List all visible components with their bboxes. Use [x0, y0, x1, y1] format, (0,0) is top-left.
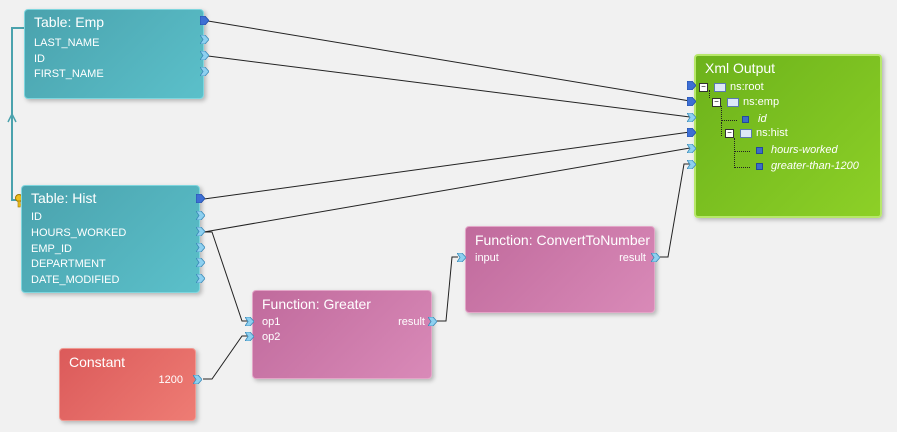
tree-connector [709, 90, 710, 98]
table-emp-title: Table: Emp [34, 14, 105, 30]
xml-output-node[interactable]: Xml Output − ns:root − ns:emp id − ns:hi… [694, 54, 882, 218]
table-relationship-line [11, 27, 24, 201]
element-icon [714, 83, 726, 92]
function-greater-output: result [398, 316, 425, 328]
table-hist-node[interactable]: Table: Hist ID HOURS_WORKED EMP_ID DEPAR… [21, 185, 200, 293]
table-emp-field: FIRST_NAME [34, 68, 104, 80]
port-convert-input-icon[interactable] [457, 253, 466, 262]
tree-node-id: id [758, 113, 767, 125]
xml-output-title: Xml Output [705, 60, 776, 76]
wire-hours-to-op1 [204, 231, 248, 322]
wire-greater-to-convert [437, 256, 458, 322]
tree-node-greater-than-1200-text: greater-than-1200 [771, 160, 859, 172]
table-hist-field: DATE_MODIFIED [31, 274, 120, 286]
table-hist-field: ID [31, 211, 42, 223]
element-icon [740, 129, 752, 138]
collapse-toggle-icon[interactable]: − [725, 129, 734, 138]
port-xml-root-icon[interactable] [687, 81, 696, 90]
constant-title: Constant [69, 354, 126, 370]
tree-node-greater-than-1200: greater-than-1200 [771, 160, 859, 172]
port-hist-department-icon[interactable] [196, 258, 205, 267]
port-emp-row-icon[interactable] [200, 16, 209, 25]
port-xml-hours-worked-icon[interactable] [687, 144, 696, 153]
wire-convert-to-output [660, 163, 690, 258]
function-convert-input: input [475, 252, 499, 264]
wire-hours-to-hours-worked [203, 147, 691, 233]
collapse-toggle-icon[interactable]: − [699, 83, 708, 92]
tree-node-hours-worked-text: hours-worked [771, 144, 838, 156]
relationship-arrow [7, 112, 17, 123]
wire-emp-id-to-id [207, 55, 691, 118]
function-convert-node[interactable]: Function: ConvertToNumber input result [465, 226, 655, 313]
collapse-toggle-icon[interactable]: − [712, 98, 721, 107]
wire-emp-to-ns-emp [207, 20, 691, 102]
table-emp-field: LAST_NAME [34, 37, 100, 49]
function-greater-input: op1 [262, 316, 281, 328]
tree-connector [721, 122, 722, 136]
port-hist-id-icon[interactable] [196, 211, 205, 220]
attribute-icon [756, 163, 763, 170]
function-convert-output: result [619, 252, 646, 264]
port-xml-hist-icon[interactable] [687, 128, 696, 137]
port-hist-hours-icon[interactable] [196, 227, 205, 236]
table-hist-field: EMP_ID [31, 243, 72, 255]
port-hist-date-modified-icon[interactable] [196, 274, 205, 283]
tree-node-emp: ns:emp [743, 96, 780, 108]
port-emp-id-icon[interactable] [200, 51, 209, 60]
port-xml-emp-icon[interactable] [687, 97, 696, 106]
table-hist-title: Table: Hist [31, 190, 97, 206]
constant-node[interactable]: Constant 1200 [59, 348, 196, 421]
tree-node-id-text: id [758, 113, 767, 125]
tree-connector [734, 138, 735, 168]
attribute-icon [742, 116, 749, 123]
port-convert-result-icon[interactable] [651, 253, 660, 262]
port-xml-greater-than-1200-icon[interactable] [687, 160, 696, 169]
wire-hist-to-ns-hist [203, 131, 691, 200]
tree-connector [721, 106, 722, 121]
constant-value: 1200 [158, 374, 183, 386]
function-convert-title: Function: ConvertToNumber [475, 232, 651, 248]
table-emp-node[interactable]: Table: Emp LAST_NAME ID FIRST_NAME [24, 9, 204, 99]
tree-node-hist: ns:hist [756, 127, 788, 139]
port-hist-emp-id-icon[interactable] [196, 243, 205, 252]
tree-connector [734, 167, 750, 168]
table-hist-field: DEPARTMENT [31, 258, 106, 270]
tree-connector [734, 151, 750, 152]
tree-connector [721, 120, 737, 121]
port-hist-row-icon[interactable] [196, 194, 205, 203]
port-emp-last-name-icon[interactable] [200, 35, 209, 44]
tree-node-root: ns:root [730, 81, 764, 93]
port-xml-id-icon[interactable] [687, 113, 696, 122]
function-greater-node[interactable]: Function: Greater op1 op2 result [252, 290, 432, 379]
tree-node-hours-worked: hours-worked [771, 144, 838, 156]
port-greater-op2-icon[interactable] [245, 332, 254, 341]
wire-constant-to-op2 [203, 335, 248, 380]
port-constant-output-icon[interactable] [193, 375, 202, 384]
port-greater-result-icon[interactable] [428, 317, 437, 326]
element-icon [727, 98, 739, 107]
function-greater-title: Function: Greater [262, 296, 371, 312]
port-greater-op1-icon[interactable] [245, 317, 254, 326]
function-greater-input: op2 [262, 331, 281, 343]
table-emp-field: ID [34, 53, 45, 65]
table-hist-field: HOURS_WORKED [31, 227, 127, 239]
port-emp-first-name-icon[interactable] [200, 67, 209, 76]
attribute-icon [756, 147, 763, 154]
